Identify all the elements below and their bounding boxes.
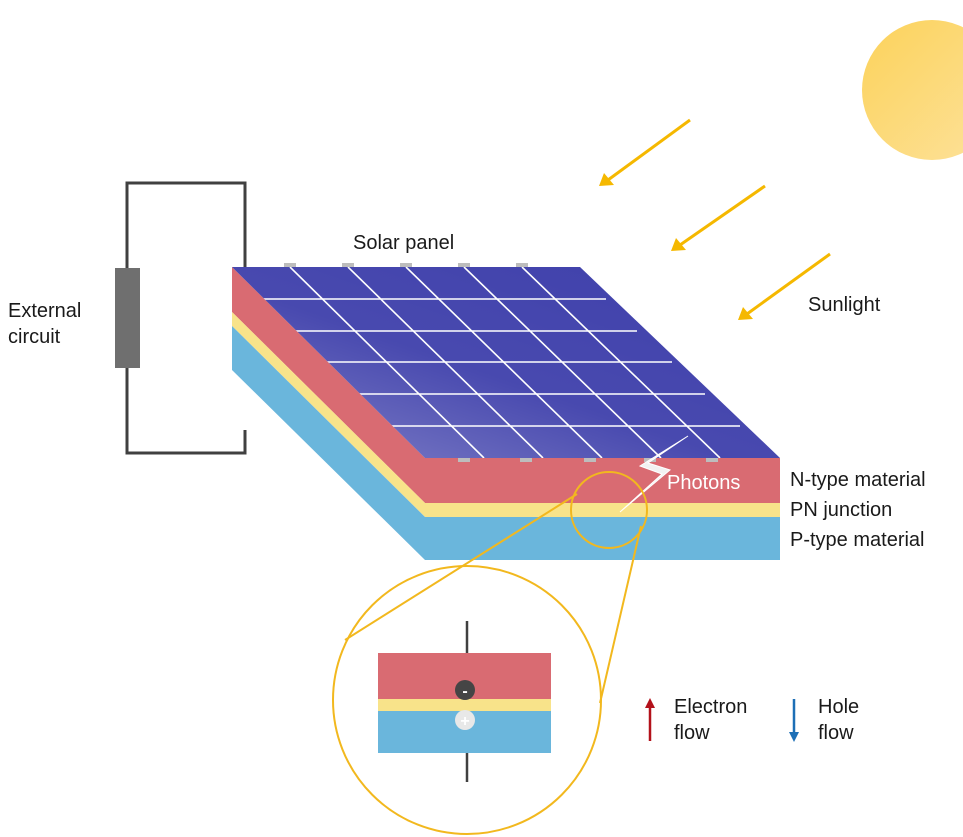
hole-plus-sign: + bbox=[460, 713, 469, 730]
up-arrow-icon bbox=[645, 698, 655, 741]
solar-panel-top bbox=[232, 263, 780, 462]
electron-minus-sign: - bbox=[462, 683, 467, 700]
resistor-icon bbox=[115, 268, 140, 368]
p-type-layer bbox=[425, 517, 780, 560]
electron-flow-label: Electron flow bbox=[674, 694, 747, 746]
hole-flow-line2: flow bbox=[818, 722, 854, 744]
sunlight-label: Sunlight bbox=[808, 294, 881, 316]
p-type-label: P-type material bbox=[790, 529, 925, 551]
external-circuit-line1: External bbox=[8, 300, 82, 322]
pn-junction-layer bbox=[425, 503, 780, 517]
panel-side-front bbox=[425, 458, 780, 560]
hole-flow-line1: Hole bbox=[818, 696, 860, 718]
sunray-arrow-icon bbox=[671, 184, 766, 251]
electron-flow-line2: flow bbox=[674, 722, 710, 744]
junction-detail: - + bbox=[378, 621, 551, 782]
external-circuit-line2: circuit bbox=[8, 326, 61, 348]
sun-icon bbox=[862, 20, 963, 160]
panel-side-left bbox=[232, 267, 425, 560]
n-type-layer bbox=[425, 458, 780, 503]
electron-minus-icon bbox=[455, 680, 475, 700]
photons-label: Photons bbox=[667, 472, 741, 494]
zoom-circle bbox=[332, 565, 602, 835]
zoom-indicator bbox=[332, 471, 648, 835]
electron-flow-line1: Electron bbox=[674, 696, 748, 718]
n-type-label: N-type material bbox=[790, 469, 926, 491]
down-arrow-icon bbox=[789, 699, 799, 742]
external-circuit bbox=[125, 181, 247, 455]
external-circuit-label: External circuit bbox=[8, 298, 81, 350]
sunray-arrows bbox=[599, 118, 831, 320]
sunray-arrow-icon bbox=[738, 252, 831, 320]
solar-panel-label: Solar panel bbox=[353, 232, 455, 254]
hole-flow-label: Hole flow bbox=[818, 694, 859, 746]
pn-junction-label: PN junction bbox=[790, 499, 893, 521]
sunray-arrow-icon bbox=[599, 118, 691, 186]
lightning-bolt-icon bbox=[619, 435, 689, 513]
hole-plus-icon bbox=[455, 710, 475, 730]
